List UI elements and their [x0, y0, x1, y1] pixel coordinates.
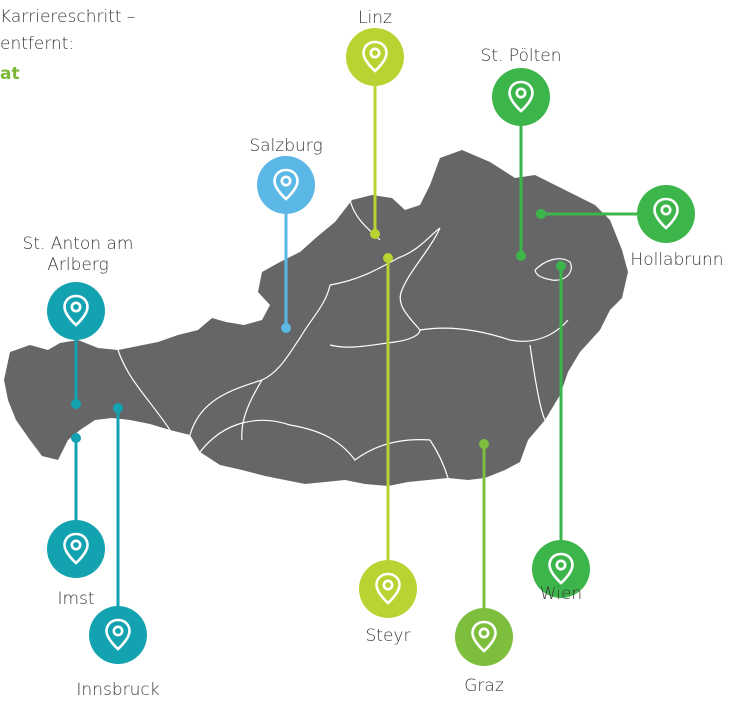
pin-graz[interactable]	[455, 608, 513, 666]
map-pin-icon	[362, 40, 388, 73]
label-salzburg: Salzburg	[249, 136, 323, 156]
pin-st-poelten[interactable]	[492, 68, 550, 126]
pin-innsbruck[interactable]	[89, 606, 147, 664]
intro-line-1: Karriereschritt –	[0, 7, 136, 27]
pin-st-anton[interactable]	[47, 282, 105, 340]
map-pin-icon	[548, 552, 574, 585]
austria-shape	[4, 150, 628, 486]
pin-salzburg[interactable]	[257, 156, 315, 214]
location-dots	[71, 209, 566, 449]
label-st-poelten: St. Pölten	[480, 46, 562, 66]
intro-line-2: entfernt:	[0, 34, 75, 54]
label-wien: Wien	[539, 584, 583, 604]
pin-wien[interactable]	[532, 540, 590, 598]
pin-imst[interactable]	[47, 520, 105, 578]
map-pin-icon	[375, 572, 401, 605]
label-linz: Linz	[358, 8, 392, 28]
label-graz: Graz	[464, 676, 504, 696]
label-steyr: Steyr	[365, 626, 411, 646]
pin-hollabrunn[interactable]	[637, 185, 695, 243]
pin-linz[interactable]	[346, 28, 404, 86]
label-innsbruck: Innsbruck	[76, 680, 160, 700]
label-imst: Imst	[57, 589, 95, 609]
pin-steyr[interactable]	[359, 560, 417, 618]
label-hollabrunn: Hollabrunn	[630, 250, 724, 270]
map-pin-icon	[653, 197, 679, 230]
map-pin-icon	[273, 168, 299, 201]
map-pin-icon	[63, 294, 89, 327]
intro-line-3: at	[0, 64, 20, 84]
map-pin-icon	[508, 80, 534, 113]
leader-lines	[74, 85, 638, 612]
label-st-anton: St. Anton am Arlberg	[22, 234, 134, 275]
map-pin-icon	[105, 618, 131, 651]
map-pin-icon	[63, 532, 89, 565]
map-pin-icon	[471, 620, 497, 653]
